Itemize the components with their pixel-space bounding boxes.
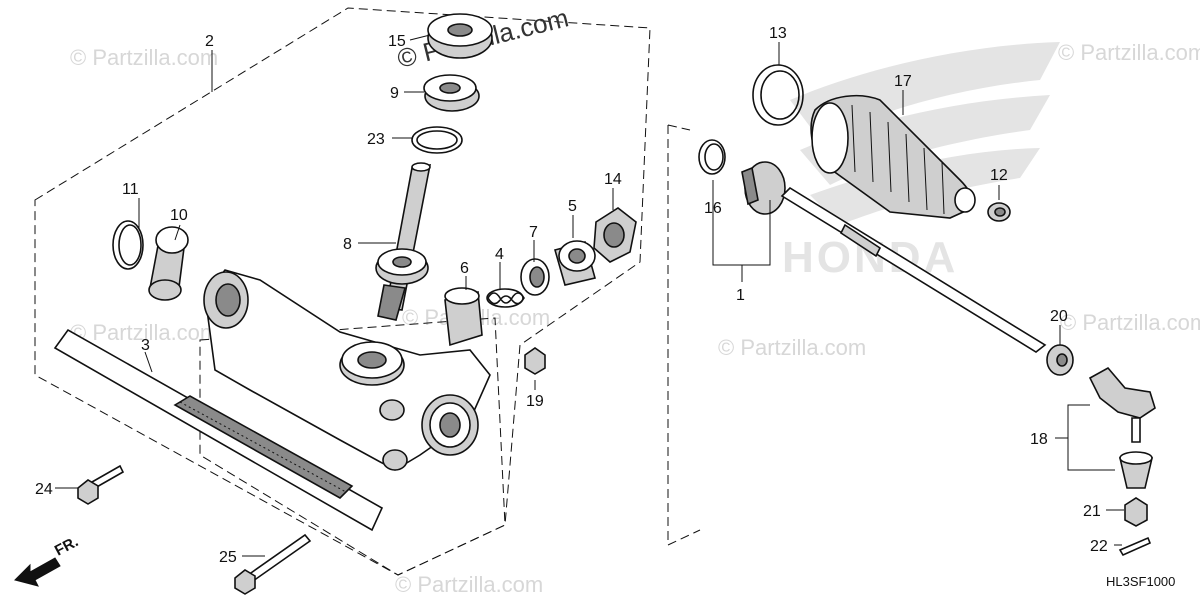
adjuster-part-5: [554, 240, 596, 286]
watermark: © Partzilla.com: [70, 320, 218, 345]
tie-rod-assembly-outline: [667, 124, 701, 546]
callout-4: 4: [495, 246, 504, 263]
dust-seal-part-15: [427, 13, 493, 59]
leader-lines: [55, 34, 1124, 557]
callout-5: 5: [568, 198, 577, 215]
boot-clip-part-12: [987, 202, 1011, 222]
callout-22: 22: [1090, 538, 1108, 555]
snap-ring-part-23: [411, 126, 463, 154]
tie-rod-end-part-18: [1088, 366, 1156, 489]
callout-19: 19: [526, 393, 544, 410]
watermark: © Partzilla.com: [718, 335, 866, 360]
oil-seal-part-9: [423, 74, 480, 112]
boot-clamp-part-13: [752, 64, 804, 126]
callout-11: 11: [122, 181, 139, 198]
steering-boot-part-17: [810, 94, 976, 219]
callout-14: 14: [604, 171, 622, 188]
callout-16: 16: [704, 200, 722, 217]
rack-guide-part-6: [444, 287, 483, 347]
callout-13: 13: [769, 25, 787, 42]
pinion-shaft-part-8: [375, 162, 432, 321]
callout-17: 17: [894, 73, 912, 90]
callout-6: 6: [460, 260, 469, 277]
callout-20: 20: [1050, 308, 1068, 325]
housing-outline: [199, 317, 506, 576]
front-direction-arrow: FR.: [14, 533, 81, 587]
callout-18: 18: [1030, 431, 1048, 448]
washer-part-7: [520, 258, 550, 296]
cotter-pin-part-22: [1118, 536, 1152, 557]
bolt-part-25: [234, 533, 312, 595]
jam-nut-part-20: [1046, 344, 1074, 376]
circlip-part-11: [112, 220, 144, 270]
callout-15: 15: [388, 33, 406, 50]
watermark: © Partzilla.com: [1058, 40, 1200, 65]
rack-part-3: [53, 328, 384, 532]
watermark: © Partzilla.com: [395, 572, 543, 597]
diagram-code: HL3SF1000: [1106, 574, 1175, 589]
bushing-part-10: [148, 226, 189, 301]
callout-25: 25: [219, 549, 237, 566]
callout-8: 8: [343, 236, 352, 253]
callout-9: 9: [390, 85, 399, 102]
nut-part-19: [524, 347, 546, 375]
callout-23: 23: [367, 131, 385, 148]
callout-24: 24: [35, 481, 53, 498]
callout-1: 1: [736, 287, 745, 304]
callout-10: 10: [170, 207, 188, 224]
watermark: © Partzilla.com: [70, 45, 218, 70]
boot-clip-part-16: [698, 139, 726, 175]
callout-2: 2: [205, 33, 214, 50]
bolt-part-24: [77, 464, 125, 505]
lock-nut-part-14: [593, 207, 637, 263]
callout-12: 12: [990, 167, 1008, 184]
callout-7: 7: [529, 224, 538, 241]
front-label: FR.: [52, 533, 81, 559]
spring-part-4: [486, 288, 525, 308]
tie-rod-part-1: [741, 161, 1047, 353]
castle-nut-part-21: [1124, 497, 1148, 527]
callout-21: 21: [1083, 503, 1101, 520]
callout-3: 3: [141, 337, 150, 354]
watermark: © Partzilla.com: [1060, 310, 1200, 335]
gearbox-housing: [203, 269, 491, 471]
